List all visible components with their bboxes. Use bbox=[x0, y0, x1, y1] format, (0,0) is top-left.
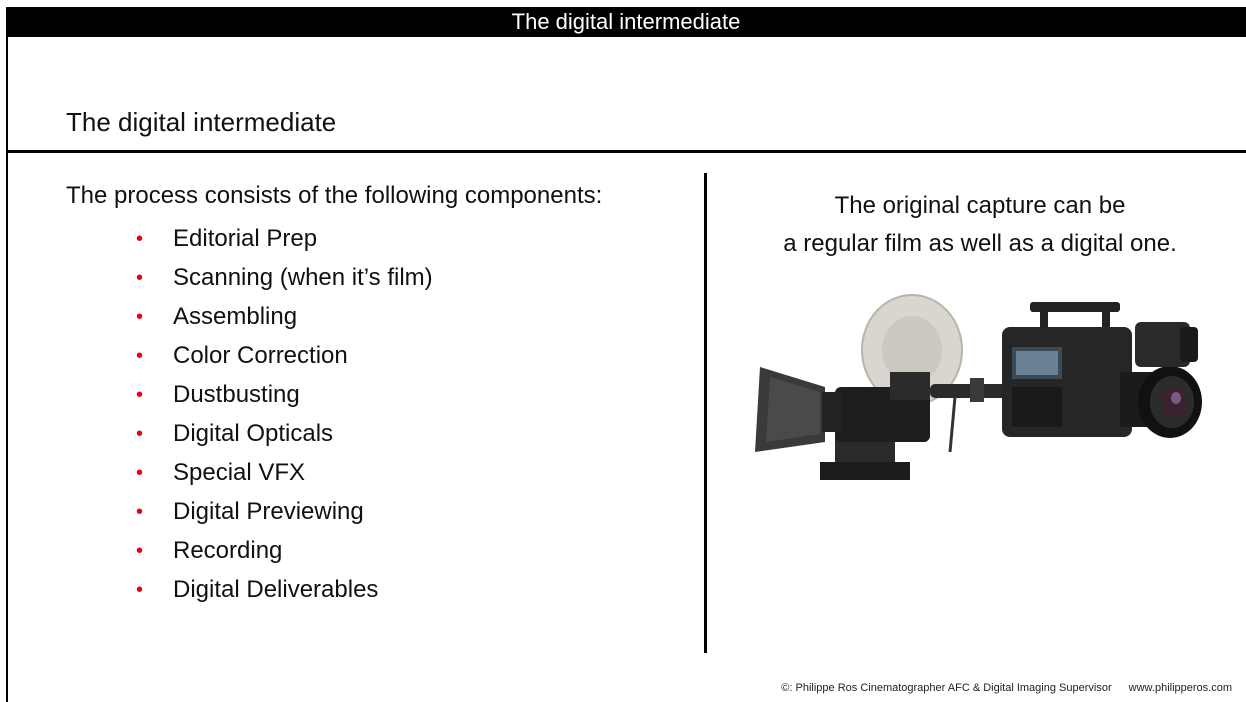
column-divider bbox=[704, 173, 707, 653]
list-item: • Assembling bbox=[136, 302, 433, 341]
list-item-label: Dustbusting bbox=[173, 381, 300, 408]
header-bar: The digital intermediate bbox=[6, 7, 1246, 37]
footer-url: www.philipperos.com bbox=[1128, 682, 1232, 694]
left-border-rule bbox=[6, 37, 8, 702]
bullet-icon: • bbox=[136, 501, 144, 523]
component-list: • Editorial Prep • Scanning (when it’s fil… bbox=[136, 224, 433, 614]
footer-credit: ©: Philippe Ros Cinematographer AFC & Di… bbox=[781, 682, 1232, 694]
capture-caption: The original capture can be a regular fi… bbox=[720, 187, 1240, 263]
list-item-label: Assembling bbox=[173, 303, 298, 330]
list-item-label: Digital Previewing bbox=[173, 498, 364, 525]
bullet-icon: • bbox=[136, 267, 144, 289]
list-item: • Special VFX bbox=[136, 458, 433, 497]
camera-photo bbox=[755, 294, 1202, 480]
bullet-icon: • bbox=[136, 384, 144, 406]
list-item-label: Special VFX bbox=[173, 459, 306, 486]
bullet-icon: • bbox=[136, 462, 144, 484]
list-item-label: Digital Deliverables bbox=[173, 576, 379, 603]
list-item: • Digital Previewing bbox=[136, 497, 433, 536]
list-item: • Dustbusting bbox=[136, 380, 433, 419]
caption-line-2: a regular film as well as a digital one. bbox=[783, 230, 1177, 257]
list-item: • Scanning (when it’s film) bbox=[136, 263, 433, 302]
slide-title: The digital intermediate bbox=[66, 107, 337, 137]
list-item-label: Scanning (when it’s film) bbox=[173, 264, 433, 291]
list-item: • Digital Deliverables bbox=[136, 575, 433, 614]
footer-credit-text: ©: Philippe Ros Cinematographer AFC & Di… bbox=[781, 682, 1112, 694]
title-divider-rule bbox=[6, 150, 1246, 153]
intro-text: The process consists of the following co… bbox=[66, 182, 603, 209]
bullet-icon: • bbox=[136, 423, 144, 445]
list-item-label: Color Correction bbox=[173, 342, 348, 369]
header-bar-title: The digital intermediate bbox=[511, 9, 741, 34]
bullet-icon: • bbox=[136, 540, 144, 562]
bullet-icon: • bbox=[136, 228, 144, 250]
list-item: • Editorial Prep bbox=[136, 224, 433, 263]
list-item: • Color Correction bbox=[136, 341, 433, 380]
list-item-label: Digital Opticals bbox=[173, 420, 334, 447]
digital-camera-icon bbox=[1002, 302, 1202, 438]
bullet-icon: • bbox=[136, 345, 144, 367]
list-item: • Recording bbox=[136, 536, 433, 575]
bullet-icon: • bbox=[136, 579, 144, 601]
list-item-label: Editorial Prep bbox=[173, 225, 318, 252]
caption-line-1: The original capture can be bbox=[834, 192, 1126, 219]
list-item: • Digital Opticals bbox=[136, 419, 433, 458]
film-camera-icon bbox=[755, 294, 1010, 480]
bullet-icon: • bbox=[136, 306, 144, 328]
list-item-label: Recording bbox=[173, 537, 283, 564]
